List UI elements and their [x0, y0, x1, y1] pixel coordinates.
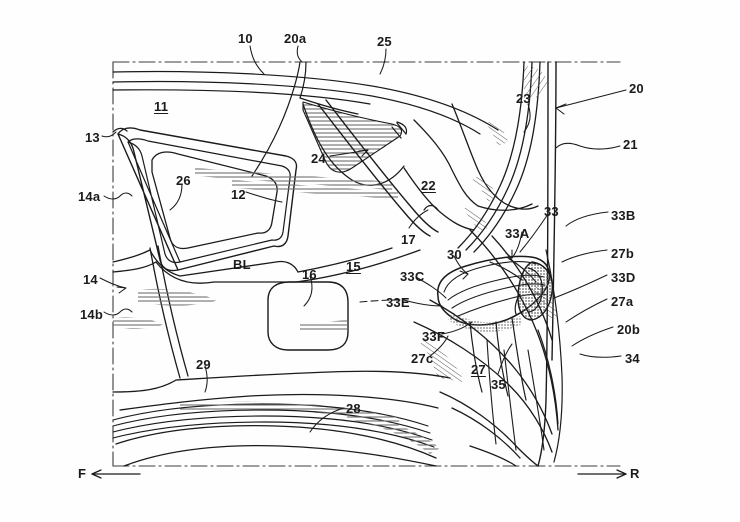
callout-35: 35	[491, 377, 506, 392]
callout-33: 33	[544, 204, 559, 219]
callout-20a: 20a	[284, 31, 307, 46]
callout-27b: 27b	[611, 246, 635, 261]
callout-22: 22	[421, 178, 436, 193]
callout-11: 11	[154, 99, 169, 114]
callout-23: 23	[516, 91, 531, 106]
callout-33f: 33F	[422, 329, 446, 344]
callout-30: 30	[447, 247, 462, 262]
callout-33b: 33B	[611, 208, 636, 223]
callout-33e: 33E	[386, 295, 410, 310]
callout-21: 21	[623, 137, 638, 152]
callout-25: 25	[377, 34, 392, 49]
callout-27: 27	[471, 362, 486, 377]
callout-26: 26	[176, 173, 191, 188]
callout-bl: BL	[233, 257, 251, 272]
callout-27c: 27c	[411, 351, 434, 366]
callout-20b: 20b	[617, 322, 641, 337]
callout-33d: 33D	[611, 270, 636, 285]
callout-24: 24	[311, 151, 326, 166]
callout-29: 29	[196, 357, 211, 372]
callout-14: 14	[83, 272, 98, 287]
callout-15: 15	[346, 259, 361, 274]
callout-10: 10	[238, 31, 253, 46]
callout-14a: 14a	[78, 189, 101, 204]
callout-13: 13	[85, 130, 100, 145]
callout-17: 17	[401, 232, 416, 247]
callout-34: 34	[625, 351, 640, 366]
direction-front-label: F	[78, 466, 86, 481]
direction-rear-label: R	[630, 466, 640, 481]
callout-33a: 33A	[505, 226, 530, 241]
callout-20: 20	[629, 81, 644, 96]
callout-14b: 14b	[80, 307, 104, 322]
callout-27a: 27a	[611, 294, 634, 309]
callout-16: 16	[302, 267, 317, 282]
callout-28: 28	[346, 401, 361, 416]
callout-12: 12	[231, 187, 246, 202]
callout-33c: 33C	[400, 269, 425, 284]
